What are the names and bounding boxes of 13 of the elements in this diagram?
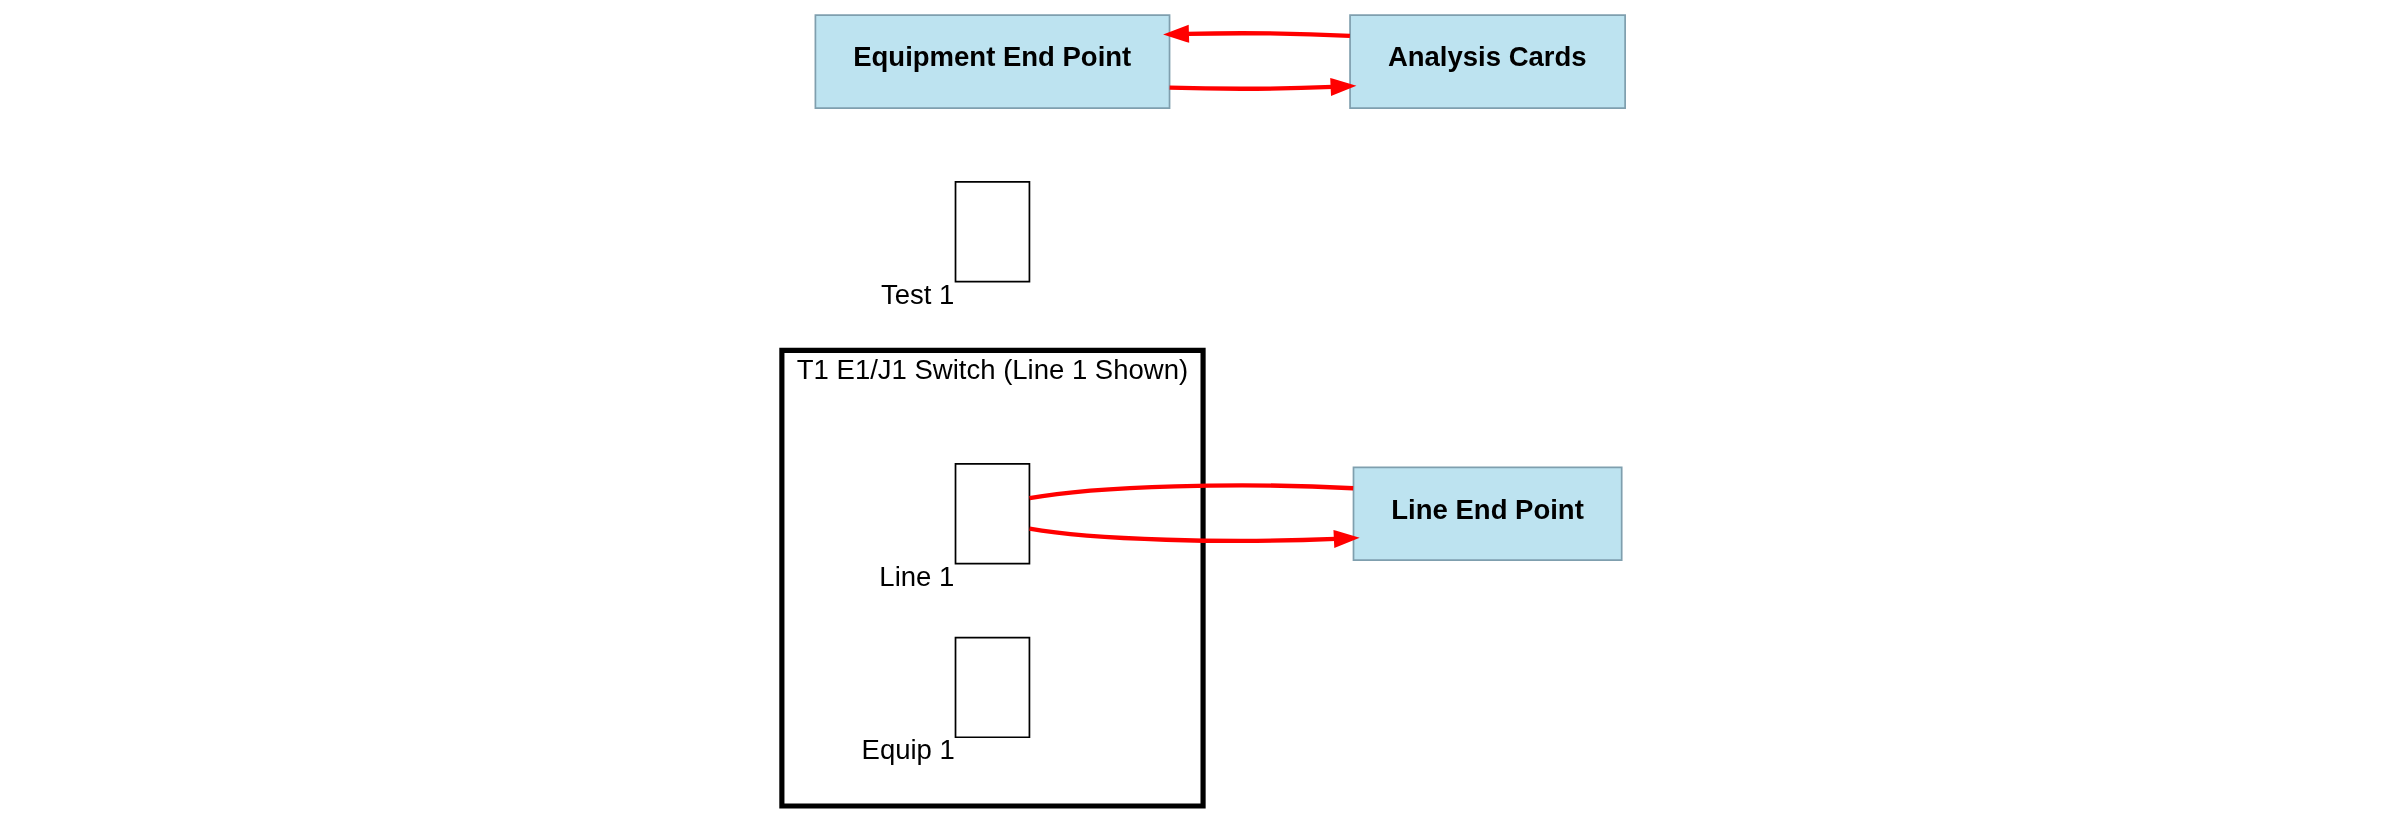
node-box: Equipment End Point <box>814 14 1171 109</box>
arrow <box>1029 526 1360 549</box>
arrow <box>1169 77 1357 97</box>
node-box: Line End Point <box>1352 466 1623 562</box>
node-box <box>954 181 1031 283</box>
arrow <box>1163 24 1351 43</box>
node-label: Equip 1 <box>861 734 955 766</box>
connector <box>1029 483 1354 501</box>
node-box: Analysis Cards <box>1349 14 1626 109</box>
node-label: Line 1 <box>879 560 955 592</box>
node-label: Test 1 <box>881 278 955 310</box>
node-box <box>954 463 1031 565</box>
node-box <box>954 636 1031 739</box>
